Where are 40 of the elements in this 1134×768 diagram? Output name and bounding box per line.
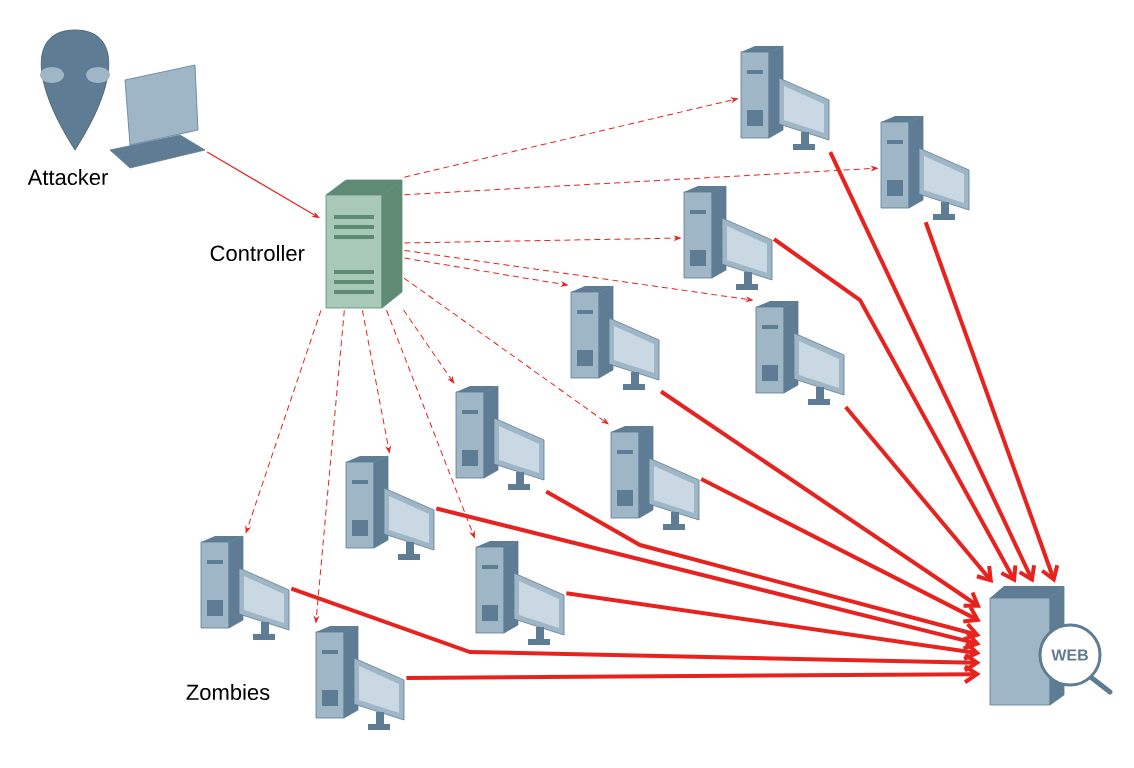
computer-drawing <box>315 625 405 730</box>
arrow <box>566 591 981 661</box>
arrow <box>403 277 609 425</box>
arrow <box>659 389 981 608</box>
arrow <box>828 151 1037 583</box>
arrow <box>403 257 568 287</box>
arrow <box>403 97 738 178</box>
computer-drawing <box>683 185 773 290</box>
arrow <box>403 235 681 244</box>
alien-laptop-drawing <box>40 29 206 169</box>
node-label: Controller <box>210 244 305 262</box>
computer-drawing <box>740 45 830 150</box>
computer-drawing <box>455 385 545 490</box>
computer-drawing <box>755 300 845 405</box>
arrow <box>772 237 1018 583</box>
group-label: Zombies <box>186 683 270 701</box>
arrow <box>403 309 455 384</box>
arrow <box>844 405 994 584</box>
arrow <box>386 309 475 538</box>
node-label: Attacker <box>27 168 108 186</box>
arrow <box>406 664 981 684</box>
arrow <box>923 221 1060 583</box>
arrow <box>314 309 345 623</box>
arrow <box>245 309 322 533</box>
web-server-drawing: WEB <box>989 585 1113 706</box>
computer-drawing <box>200 535 290 640</box>
node-label: WEB <box>1051 649 1088 661</box>
arrow <box>403 249 753 302</box>
computer-drawing <box>880 115 970 220</box>
computer-drawing <box>345 455 435 560</box>
server-tower-drawing <box>325 179 403 309</box>
computer-drawing <box>610 425 700 530</box>
arrow <box>403 166 878 196</box>
arrow <box>700 477 981 624</box>
computer-drawing <box>475 540 565 645</box>
arrow <box>361 309 391 453</box>
arrow <box>290 586 981 673</box>
arrow <box>435 506 981 651</box>
arrow <box>545 489 981 642</box>
computer-drawing <box>570 285 660 390</box>
